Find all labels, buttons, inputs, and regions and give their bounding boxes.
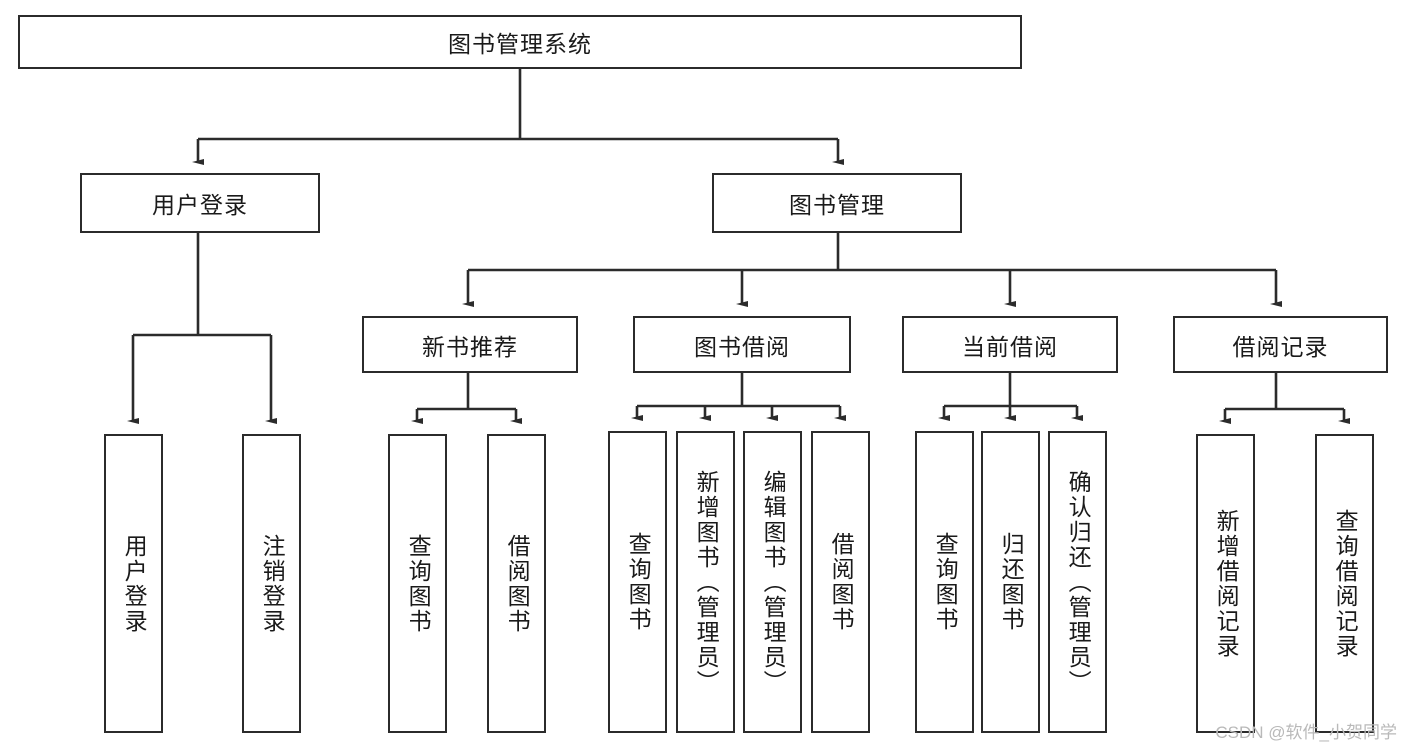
node-book-management-label: 图书管理 bbox=[789, 192, 885, 218]
node-borrow-record[interactable]: 借阅记录 bbox=[1173, 316, 1388, 373]
leaf-current-borrow-confirm-return[interactable]: 确认归还（管理员） bbox=[1048, 431, 1107, 733]
leaf-user-login-logout[interactable]: 注销登录 bbox=[242, 434, 301, 733]
leaf-book-borrow-edit[interactable]: 编辑图书（管理员） bbox=[743, 431, 802, 733]
leaf-new-book-borrow[interactable]: 借阅图书 bbox=[487, 434, 546, 733]
leaf-current-borrow-query[interactable]: 查询图书 bbox=[915, 431, 974, 733]
leaf-current-borrow-return[interactable]: 归还图书 bbox=[981, 431, 1040, 733]
leaf-label: 归还图书 bbox=[998, 532, 1025, 632]
leaf-label: 新增借阅记录 bbox=[1213, 508, 1240, 659]
leaf-label: 编辑图书（管理员） bbox=[760, 469, 787, 695]
node-new-book-recommend-label: 新书推荐 bbox=[422, 333, 518, 360]
leaf-label: 查询图书 bbox=[625, 532, 652, 632]
node-book-management[interactable]: 图书管理 bbox=[712, 173, 962, 233]
node-current-borrow[interactable]: 当前借阅 bbox=[902, 316, 1118, 373]
leaf-label: 借阅图书 bbox=[504, 533, 531, 634]
leaf-label: 查询图书 bbox=[405, 533, 432, 634]
leaf-new-book-query[interactable]: 查询图书 bbox=[388, 434, 447, 733]
node-root[interactable]: 图书管理系统 bbox=[18, 15, 1022, 69]
leaf-label: 查询借阅记录 bbox=[1332, 508, 1359, 659]
node-user-login-label: 用户登录 bbox=[152, 192, 248, 218]
node-borrow-record-label: 借阅记录 bbox=[1232, 333, 1329, 360]
leaf-label: 用户登录 bbox=[121, 533, 148, 634]
leaf-user-login-login[interactable]: 用户登录 bbox=[104, 434, 163, 733]
node-new-book-recommend[interactable]: 新书推荐 bbox=[362, 316, 578, 373]
leaf-label: 新增图书（管理员） bbox=[693, 469, 720, 695]
leaf-borrow-record-query[interactable]: 查询借阅记录 bbox=[1315, 434, 1374, 733]
leaf-label: 注销登录 bbox=[259, 533, 286, 634]
watermark: CSDN @软件_小贺同学 bbox=[1215, 723, 1397, 742]
node-root-label: 图书管理系统 bbox=[448, 31, 592, 57]
leaf-label: 确认归还（管理员） bbox=[1065, 469, 1092, 695]
leaf-book-borrow-borrow[interactable]: 借阅图书 bbox=[811, 431, 870, 733]
node-book-borrow[interactable]: 图书借阅 bbox=[633, 316, 851, 373]
node-current-borrow-label: 当前借阅 bbox=[962, 333, 1058, 360]
leaf-label: 查询图书 bbox=[932, 532, 959, 632]
leaf-borrow-record-add[interactable]: 新增借阅记录 bbox=[1196, 434, 1255, 733]
node-book-borrow-label: 图书借阅 bbox=[694, 333, 790, 360]
leaf-book-borrow-add[interactable]: 新增图书（管理员） bbox=[676, 431, 735, 733]
leaf-label: 借阅图书 bbox=[828, 532, 855, 632]
leaf-book-borrow-query[interactable]: 查询图书 bbox=[608, 431, 667, 733]
node-user-login[interactable]: 用户登录 bbox=[80, 173, 320, 233]
